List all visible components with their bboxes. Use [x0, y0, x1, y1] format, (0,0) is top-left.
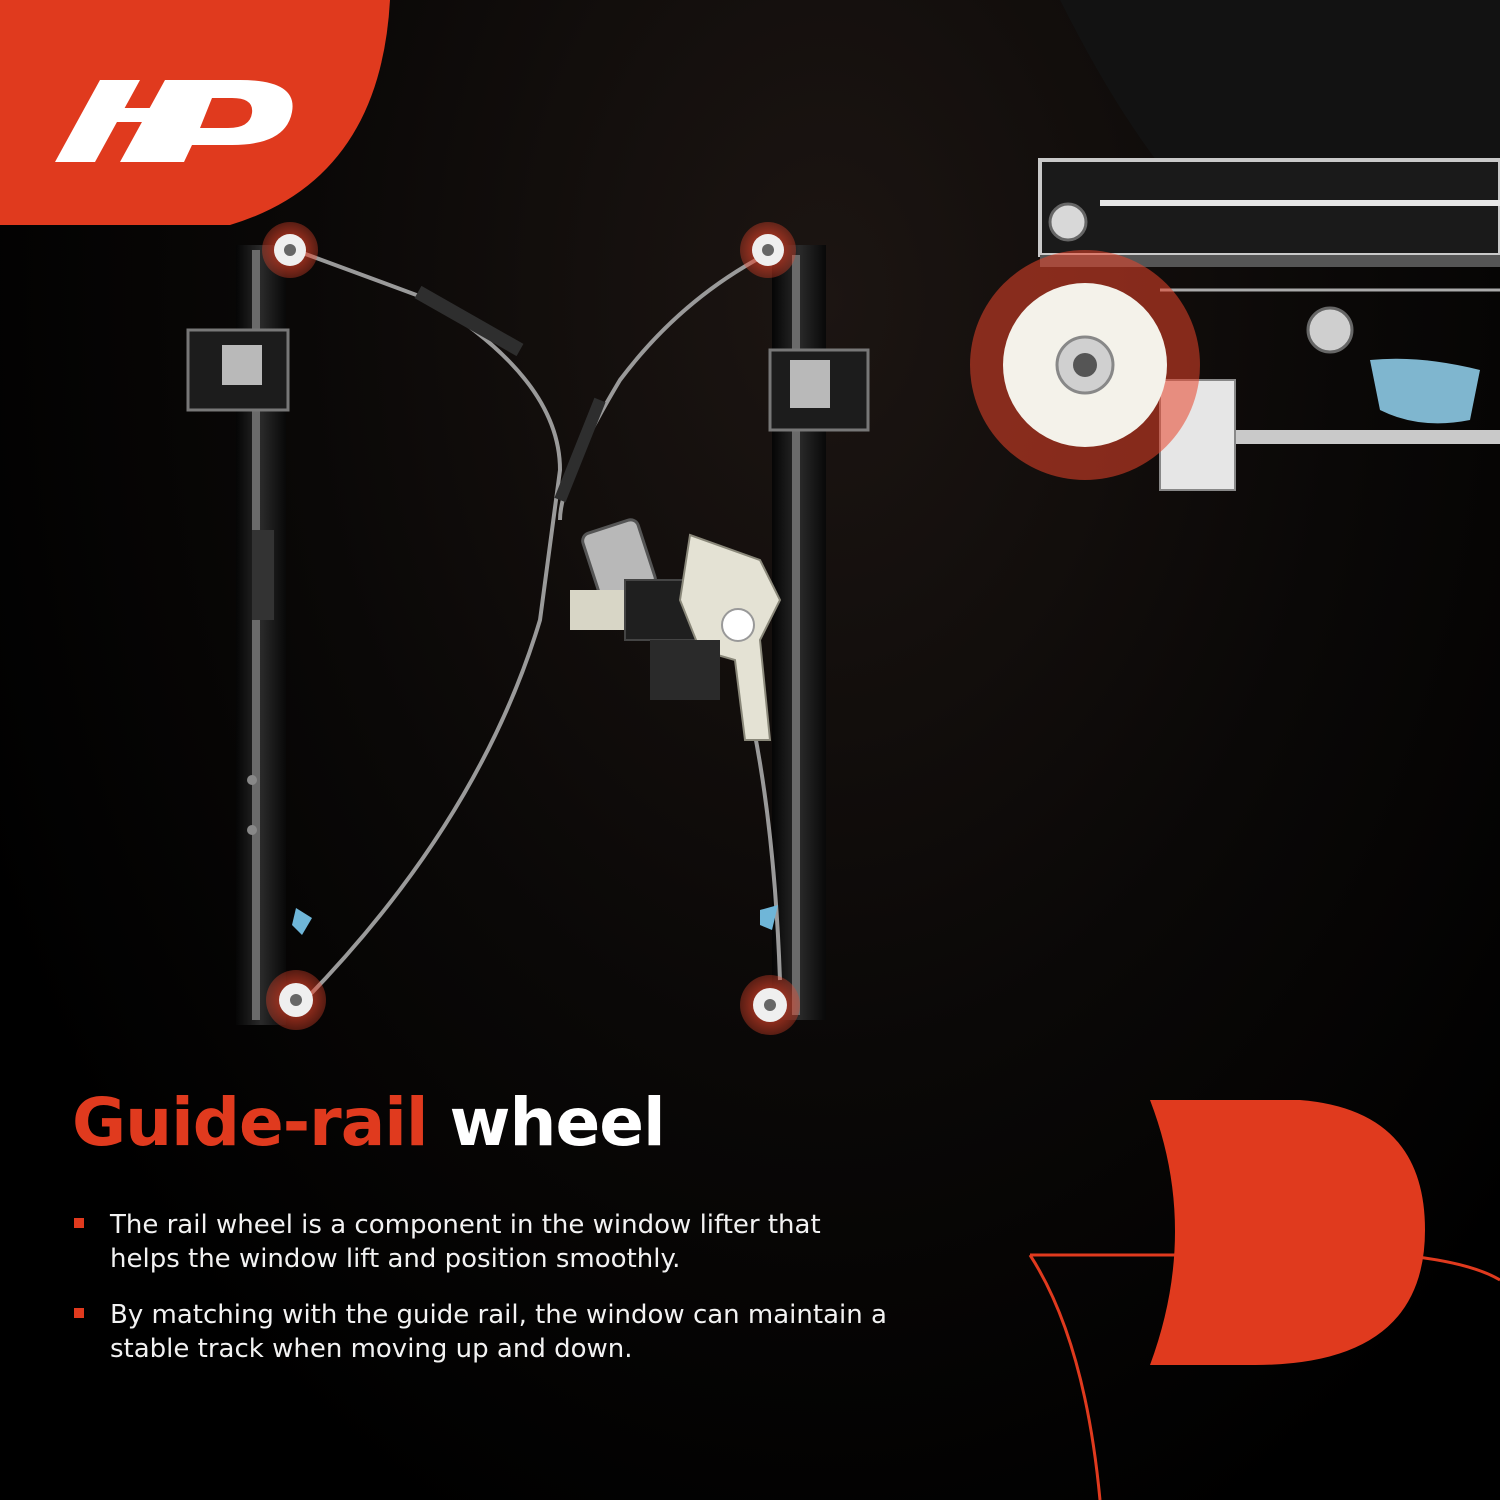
window-motor	[570, 518, 782, 741]
list-item: By matching with the guide rail, the win…	[72, 1298, 892, 1366]
headline-rest: wheel	[449, 1084, 666, 1161]
rail-wheel-closeup	[970, 158, 1500, 491]
blue-clip	[760, 905, 778, 930]
brand-shape-decoration	[1028, 1100, 1500, 1500]
feature-list: The rail wheel is a component in the win…	[72, 1208, 892, 1388]
rail-wheel-top-left	[262, 222, 318, 278]
door-panel-shadow	[1060, 0, 1500, 190]
right-guide-rail	[768, 245, 870, 1020]
left-guide-rail	[186, 245, 290, 1025]
list-item-text: The rail wheel is a component in the win…	[110, 1210, 821, 1274]
list-item: The rail wheel is a component in the win…	[72, 1208, 892, 1276]
brand-logo	[0, 0, 390, 225]
bullet-square-icon	[74, 1218, 84, 1228]
headline: Guide-rail wheel	[72, 1090, 666, 1156]
list-item-text: By matching with the guide rail, the win…	[110, 1300, 887, 1364]
headline-accent: Guide-rail	[72, 1084, 429, 1161]
bullet-square-icon	[74, 1308, 84, 1318]
rail-wheel-bottom-right	[740, 975, 800, 1035]
rail-wheel-bottom-left	[266, 970, 326, 1030]
rail-wheel-top-right	[740, 222, 796, 278]
blue-clip	[292, 908, 312, 935]
